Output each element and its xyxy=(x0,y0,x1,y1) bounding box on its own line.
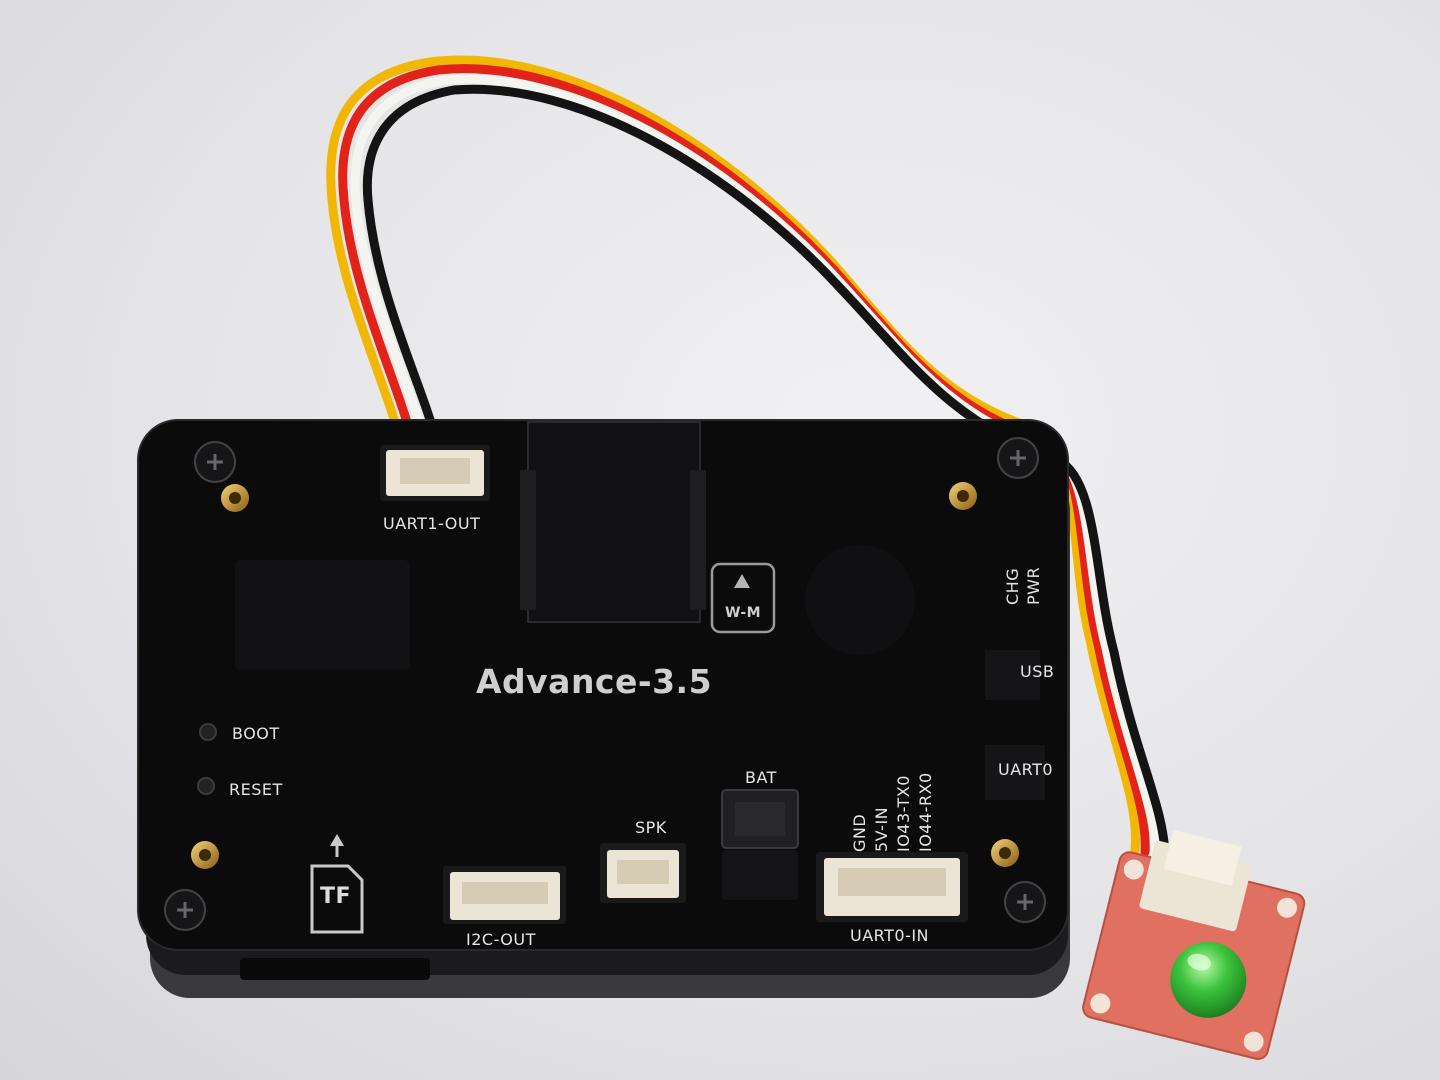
label-pin-5v-in: 5V-IN xyxy=(872,806,891,852)
cable-assembly xyxy=(326,55,1170,861)
uart0-in-connector[interactable] xyxy=(816,852,968,922)
label-wm: W-M xyxy=(725,605,762,621)
board-model-title: Advance-3.5 xyxy=(476,662,713,701)
label-bat: BAT xyxy=(745,768,777,787)
label-uart1-out: UART1-OUT xyxy=(383,514,481,533)
label-reset: RESET xyxy=(229,780,283,799)
label-chg: CHG xyxy=(1003,567,1022,605)
wm-badge xyxy=(710,562,776,634)
i2c-out-connector[interactable] xyxy=(443,866,566,924)
spk-connector[interactable] xyxy=(600,843,686,903)
label-uart0: UART0 xyxy=(998,760,1054,779)
label-boot: BOOT xyxy=(232,724,280,743)
uart1-out-connector[interactable] xyxy=(380,445,490,501)
label-tf: TF xyxy=(320,884,352,909)
screws xyxy=(164,437,1046,931)
label-i2c-out: I2C-OUT xyxy=(466,930,536,949)
brass-standoffs xyxy=(191,482,1019,869)
led-module xyxy=(1082,829,1306,1060)
boot-button[interactable] xyxy=(199,723,217,741)
label-usb: USB xyxy=(1020,662,1055,681)
label-uart0-in: UART0-IN xyxy=(850,926,930,945)
tf-card-icon xyxy=(310,834,364,934)
reset-button[interactable] xyxy=(197,777,215,795)
label-pin-gnd: GND xyxy=(850,813,869,852)
label-spk: SPK xyxy=(635,818,667,837)
label-pwr: PWR xyxy=(1024,566,1043,605)
label-pin-io43-tx0: IO43-TX0 xyxy=(894,775,913,852)
label-pin-io44-rx0: IO44-RX0 xyxy=(916,772,935,852)
